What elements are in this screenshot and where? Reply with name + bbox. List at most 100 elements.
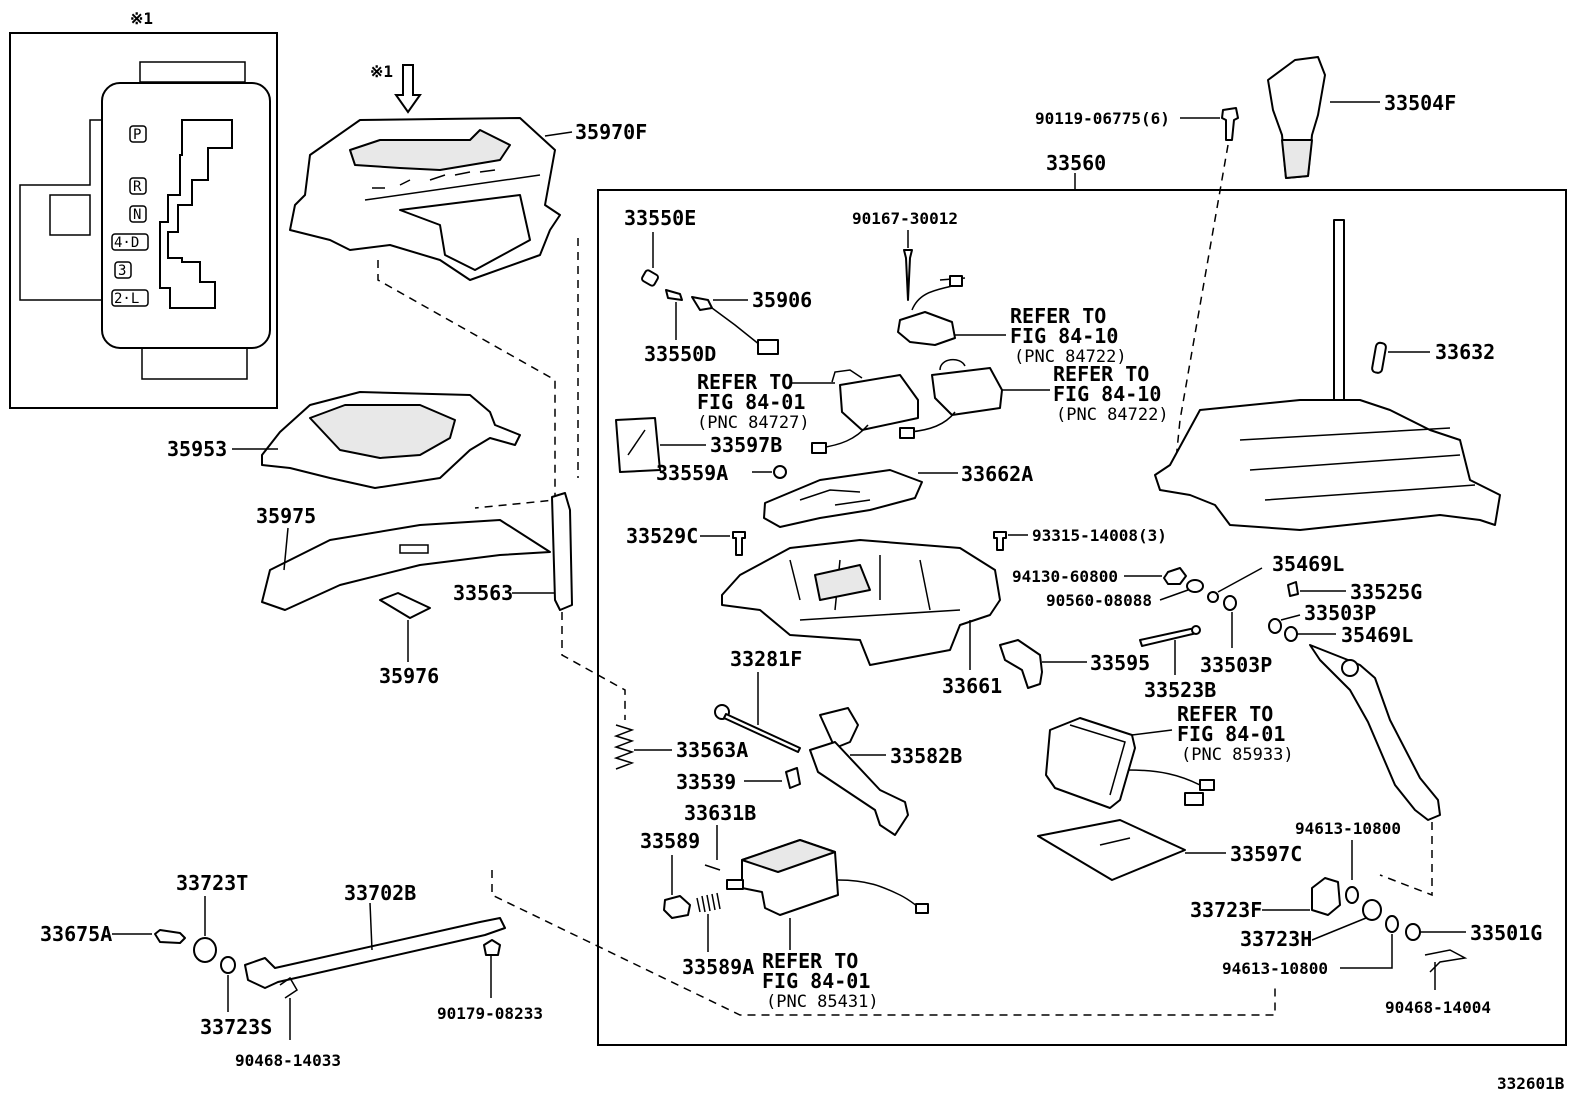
- part-33523B: 33523B: [1139, 625, 1216, 702]
- label-94613-10800-a: 94613-10800: [1295, 819, 1401, 838]
- gate-2l: 2·L: [114, 291, 139, 307]
- ref3-line3: (PNC 84722): [1056, 405, 1169, 425]
- ref3-line2: FIG 84-10: [1053, 382, 1161, 406]
- part-35469L-b: 35469L: [1284, 623, 1413, 647]
- label-33723S: 33723S: [200, 1015, 272, 1039]
- label-90167-30012: 90167-30012: [852, 209, 958, 228]
- label-33589A: 33589A: [682, 955, 754, 979]
- part-33281F: 33281F: [714, 647, 802, 753]
- label-90468-14033: 90468-14033: [235, 1051, 341, 1070]
- part-33501G: 33501G: [1405, 921, 1542, 945]
- part-35975: 35975: [256, 504, 551, 611]
- part-33529C: 33529C: [626, 524, 746, 556]
- part-33550E: 33550E: [624, 206, 696, 287]
- label-90560-08088: 90560-08088: [1046, 591, 1152, 610]
- part-90560-08088: 90560-08088: [1046, 579, 1204, 610]
- gate-4d: 4·D: [114, 235, 139, 251]
- part-lever-arm: [1309, 644, 1441, 821]
- part-ref-85431: REFER TO FIG 84-01 (PNC 85431): [726, 839, 929, 1012]
- part-ref-84722-b: REFER TO FIG 84-10 (PNC 84722): [899, 358, 1169, 439]
- part-33504F: 33504F: [1267, 56, 1456, 179]
- ref4-line3: (PNC 85933): [1181, 745, 1294, 765]
- view-arrow-mark: ※1: [370, 62, 393, 81]
- part-35970F: 35970F: [289, 117, 647, 281]
- part-35469L-a: 35469L: [1207, 552, 1344, 603]
- part-33539: 33539: [676, 767, 801, 794]
- label-33563A: 33563A: [676, 738, 748, 762]
- gate-n: N: [133, 207, 141, 223]
- label-33595: 33595: [1090, 651, 1150, 675]
- gate-plate: [101, 82, 271, 349]
- ref1-line1: REFER TO: [1010, 304, 1106, 328]
- part-ref-84727: REFER TO FIG 84-01 (PNC 84727): [697, 369, 919, 454]
- part-33503P-b: 33503P: [1200, 595, 1272, 677]
- ref5-line2: FIG 84-01: [762, 969, 870, 993]
- inset-note-mark: ※1: [130, 9, 153, 28]
- label-35953: 35953: [167, 437, 227, 461]
- part-33582B: 33582B: [809, 707, 962, 836]
- label-33631B: 33631B: [684, 801, 756, 825]
- part-35976: 35976: [379, 592, 439, 688]
- gate-3: 3: [118, 263, 126, 279]
- label-33702B: 33702B: [344, 881, 416, 905]
- label-33632: 33632: [1435, 340, 1495, 364]
- inset-frame: [9, 32, 278, 409]
- part-94130-60800: 94130-60800: [1012, 567, 1187, 586]
- label-33662A: 33662A: [961, 462, 1033, 486]
- part-33595: 33595: [999, 639, 1150, 689]
- part-33589: 33589: [640, 829, 700, 919]
- part-35906: 35906: [691, 288, 812, 355]
- gate-p: P: [133, 127, 141, 143]
- label-33539: 33539: [676, 770, 736, 794]
- ref3-line1: REFER TO: [1053, 362, 1149, 386]
- label-35975: 35975: [256, 504, 316, 528]
- part-33559A: 33559A: [656, 461, 787, 485]
- part-33563: 33563: [453, 492, 573, 611]
- part-94613-10800-b: 94613-10800: [1222, 915, 1399, 978]
- down-arrow-icon: [394, 64, 422, 114]
- label-33503P-b: 33503P: [1200, 653, 1272, 677]
- label-33559A: 33559A: [656, 461, 728, 485]
- label-90179-08233: 90179-08233: [437, 1004, 543, 1023]
- ref4-line1: REFER TO: [1177, 702, 1273, 726]
- label-94130-60800: 94130-60800: [1012, 567, 1118, 586]
- label-35906: 35906: [752, 288, 812, 312]
- part-33563A: 33563A: [613, 724, 748, 770]
- label-33563: 33563: [453, 581, 513, 605]
- part-33631B: 33631B: [684, 801, 756, 871]
- label-35970F: 35970F: [575, 120, 647, 144]
- ref4-line2: FIG 84-01: [1177, 722, 1285, 746]
- label-33525G: 33525G: [1350, 580, 1422, 604]
- view-arrow: ※1: [370, 62, 422, 114]
- label-35469L-a: 35469L: [1272, 552, 1344, 576]
- part-33597B: 33597B: [615, 417, 782, 473]
- part-33550D: 33550D: [644, 289, 716, 366]
- part-90167-30012: 90167-30012 REFER TO FIG 84-10 (PNC 8472…: [852, 209, 1127, 367]
- part-ref-85933: REFER TO FIG 84-01 (PNC 85933): [1045, 702, 1294, 809]
- part-33597C: 33597C: [1037, 819, 1302, 881]
- label-90468-14004: 90468-14004: [1385, 998, 1491, 1017]
- label-33675A: 33675A: [40, 922, 112, 946]
- part-93315-14008: 93315-14008(3): [993, 526, 1167, 551]
- figure-id: 332601B: [1497, 1074, 1565, 1093]
- label-93315-14008: 93315-14008(3): [1032, 526, 1167, 545]
- part-shift-lever-assy: [1154, 219, 1501, 531]
- label-33723T: 33723T: [176, 871, 248, 895]
- label-33550D: 33550D: [644, 342, 716, 366]
- part-35953: 35953: [167, 391, 521, 489]
- ref1-line3: (PNC 84722): [1014, 347, 1127, 367]
- label-33501G: 33501G: [1470, 921, 1542, 945]
- label-33504F: 33504F: [1384, 91, 1456, 115]
- group-frame-33560: [597, 189, 1567, 1046]
- label-33550E: 33550E: [624, 206, 696, 230]
- label-33281F: 33281F: [730, 647, 802, 671]
- part-33723T: 33723T: [176, 871, 248, 963]
- gate-r: R: [133, 179, 142, 195]
- label-33597B: 33597B: [710, 433, 782, 457]
- label-33560: 33560: [1046, 151, 1106, 175]
- part-33723H: 33723H: [1240, 899, 1382, 951]
- label-33523B: 33523B: [1144, 678, 1216, 702]
- part-33702B: 33702B: [244, 881, 506, 989]
- label-35469L-b: 35469L: [1341, 623, 1413, 647]
